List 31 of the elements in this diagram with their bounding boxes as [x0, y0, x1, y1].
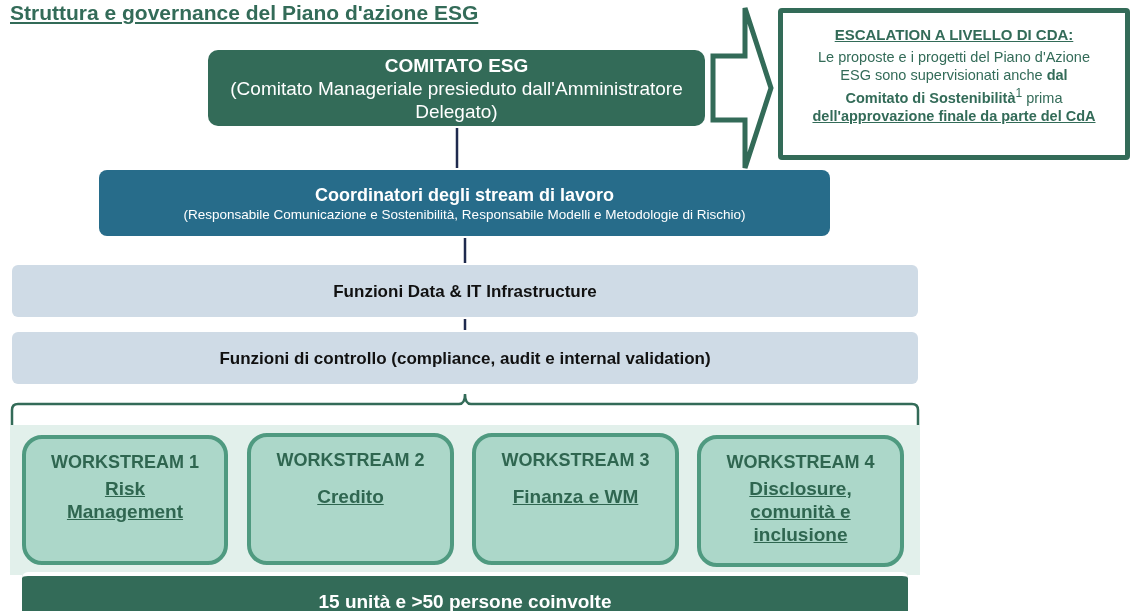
- title: Struttura e governance del Piano d'azione ESG: [10, 0, 479, 26]
- committee-box: [208, 50, 705, 126]
- workstream-title: WORKSTREAM 2: [276, 449, 425, 471]
- workstream-box: [472, 433, 679, 565]
- function-bar: [12, 265, 918, 317]
- workstream-title: WORKSTREAM 1: [51, 451, 199, 473]
- description: (Responsabile Comunicazione e Sostenibilità, Responsabile Modelli e Metodologie di Rischio): [183, 205, 746, 223]
- description: (Comitato Manageriale presieduto dall'Amministratore Delegato): [229, 76, 684, 123]
- bar-label: Funzioni Data & IT Infrastructure: [333, 280, 597, 302]
- workstream-name: Disclosure, comunità e inclusione: [748, 477, 853, 546]
- workstream-name: Risk Management: [65, 477, 185, 523]
- heading: Coordinatori degli stream di lavoro: [314, 183, 615, 206]
- connector-line: [455, 128, 459, 168]
- workstream-box: [247, 433, 454, 565]
- heading: COMITATO ESG: [384, 53, 529, 77]
- background-band: [10, 425, 920, 575]
- bar-label: Funzioni di controllo (compliance, audit e internal validation): [219, 347, 711, 369]
- block-arrow: [710, 5, 774, 171]
- summary-bar: [22, 572, 908, 611]
- heading: ESCALATION A LIVELLO DI CDA:: [834, 25, 1074, 44]
- workstream-name: Finanza e WM: [512, 485, 639, 508]
- escalation-box: [778, 8, 1130, 160]
- note-text: Le proposte e i progetti del Piano d'Azione ESG sono supervisionati anche dal Comitato di Sostenibilità$^{1}$ prima dell'approvazione finale da parte del CdA: [811, 48, 1097, 125]
- connector-line: [463, 238, 467, 263]
- coordinators-box: [99, 170, 830, 236]
- workstream-title: WORKSTREAM 3: [501, 449, 650, 471]
- workstream-box: [697, 435, 904, 567]
- workstream-name: Credito: [317, 485, 384, 508]
- workstream-box: [22, 435, 228, 565]
- workstream-title: WORKSTREAM 4: [726, 451, 875, 473]
- function-bar: [12, 332, 918, 384]
